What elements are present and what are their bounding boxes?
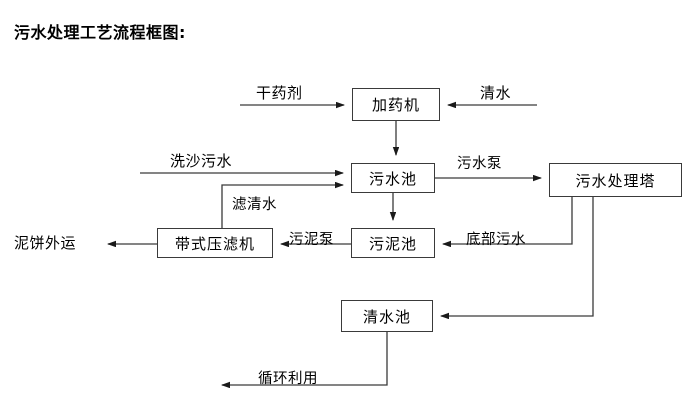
- label-sludge-pump: 污泥泵: [289, 232, 334, 248]
- label-clean-water-input: 清水: [480, 84, 512, 102]
- label-bottom-sewage: 底部污水: [466, 232, 526, 248]
- label-mud-cake-transport: 泥饼外运: [14, 234, 77, 252]
- label-filtrate-water: 滤清水: [232, 197, 277, 213]
- node-sludge-pool[interactable]: 污泥池: [351, 228, 435, 258]
- edge-tower-to-clear-pool: [440, 197, 594, 320]
- node-sewage-pool[interactable]: 污水池: [351, 163, 435, 193]
- label-sewage-pump: 污水泵: [457, 156, 502, 172]
- node-dosing-machine[interactable]: 加药机: [352, 88, 440, 121]
- edge-clear-pool-to-recycle: [221, 332, 388, 389]
- edge-bottom-sewage-to-sludge-pool: [442, 197, 573, 248]
- label-sand-washing-sewage: 洗沙污水: [170, 152, 233, 170]
- label-dry-chemical: 干药剂: [256, 84, 303, 102]
- page-title: 污水处理工艺流程框图:: [14, 23, 186, 42]
- edge-filtrate-to-sewage-pool: [221, 181, 344, 228]
- node-clear-water-pool[interactable]: 清水池: [341, 300, 433, 332]
- node-treatment-tower[interactable]: 污水处理塔: [549, 163, 682, 197]
- node-belt-filter-press[interactable]: 带式压滤机: [157, 228, 273, 258]
- label-recycle-use: 循环利用: [258, 371, 318, 387]
